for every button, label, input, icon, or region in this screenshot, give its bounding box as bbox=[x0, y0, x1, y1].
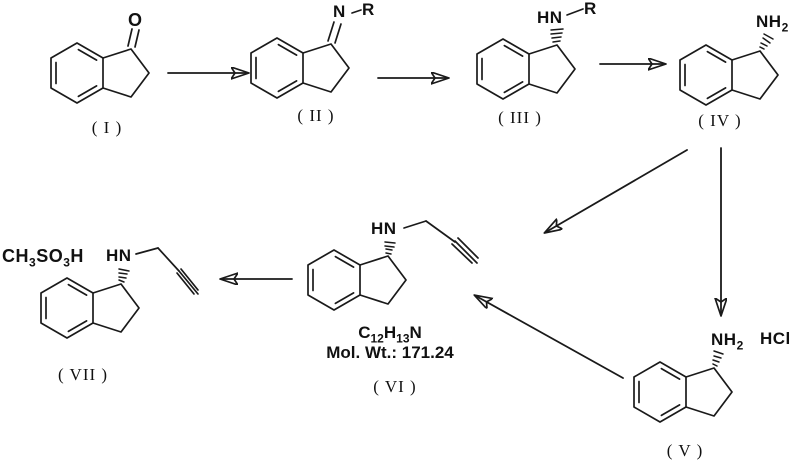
n-text: N bbox=[409, 323, 422, 342]
structure-vi-skeleton bbox=[307, 220, 479, 311]
nh-subscript: 2 bbox=[736, 338, 744, 353]
so-subscript: 3 bbox=[63, 255, 71, 270]
structure-v-skeleton bbox=[633, 350, 733, 423]
atom-label-hcl-v: HCl bbox=[760, 329, 791, 348]
ch-text: CH bbox=[2, 246, 29, 266]
atom-label-oxygen-i: O bbox=[128, 10, 143, 30]
compound-label-iv: ( IV ) bbox=[698, 111, 742, 130]
atom-label-r-group-iii: R bbox=[584, 0, 597, 18]
ch-subscript: 3 bbox=[29, 255, 37, 270]
arrow-v-to-vi bbox=[476, 296, 624, 379]
arrow-iv-to-vi bbox=[546, 149, 688, 232]
atom-label-hn-vii: HN bbox=[106, 246, 132, 265]
structure-iv-skeleton bbox=[679, 33, 779, 106]
c-subscript: 12 bbox=[370, 331, 384, 346]
h-text: H bbox=[70, 246, 84, 266]
atom-label-hn-vi: HN bbox=[371, 219, 397, 238]
compound-label-iii: ( III ) bbox=[498, 108, 542, 127]
structure-i-skeleton bbox=[50, 28, 150, 104]
structure-vii-skeleton bbox=[40, 247, 199, 339]
so-text: SO bbox=[36, 246, 64, 266]
compound-label-vii: ( VII ) bbox=[57, 365, 109, 384]
molecular-weight-vi: Mol. Wt.: 171.24 bbox=[326, 343, 454, 362]
nh-text: NH bbox=[756, 12, 782, 31]
structure-ii-skeleton bbox=[250, 9, 362, 99]
h-subscript: 13 bbox=[396, 331, 410, 346]
atom-label-nh2-iv: NH2 bbox=[756, 12, 789, 34]
atom-label-hn-iii: HN bbox=[537, 8, 563, 27]
molecular-formula-vi: C12H13N bbox=[280, 323, 500, 345]
atom-label-r-group-ii: R bbox=[362, 0, 375, 19]
atom-label-methanesulfonic-acid-vii: CH3SO3H bbox=[2, 246, 84, 270]
c-text: C bbox=[358, 323, 371, 342]
compound-label-vi: ( VI ) bbox=[373, 377, 417, 396]
atom-label-nh2-v: NH2 bbox=[711, 330, 744, 352]
structure-iii-skeleton bbox=[476, 8, 584, 100]
h-text: H bbox=[383, 323, 397, 342]
atom-label-imine-n-ii: N bbox=[333, 2, 346, 21]
nh-subscript: 2 bbox=[781, 20, 789, 35]
compound-label-ii: ( II ) bbox=[297, 106, 335, 125]
nh-text: NH bbox=[711, 330, 737, 349]
compound-label-i: ( I ) bbox=[91, 118, 123, 137]
compound-label-v: ( V ) bbox=[666, 441, 704, 460]
